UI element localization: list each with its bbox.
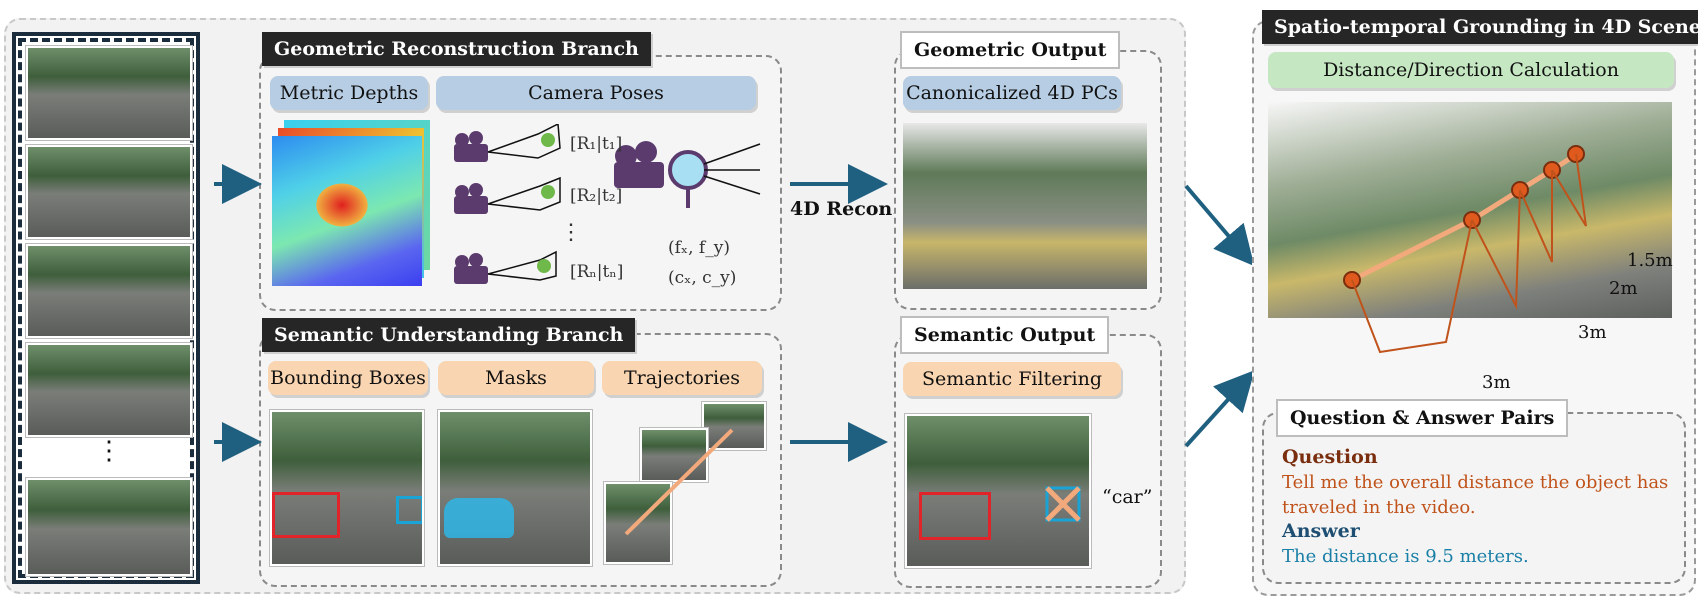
bounding-boxes-chip: Bounding Boxes bbox=[268, 361, 428, 395]
pose-2: [R₂|t₂] bbox=[570, 186, 623, 206]
video-frame-n bbox=[26, 478, 192, 576]
intrinsics-focal: (fₓ, f_y) bbox=[668, 238, 730, 258]
intrinsics-center: (cₓ, c_y) bbox=[668, 268, 737, 288]
qa-title: Question & Answer Pairs bbox=[1276, 399, 1569, 437]
car-mask bbox=[444, 498, 514, 538]
bbox-frame bbox=[270, 410, 424, 566]
camera-poses-diagram bbox=[454, 124, 761, 284]
semantic-output-title: Semantic Output bbox=[900, 316, 1110, 354]
sign-bbox bbox=[396, 496, 422, 524]
filtered-frame bbox=[905, 414, 1091, 568]
video-frame-4 bbox=[26, 343, 192, 437]
semantic-filtering-chip: Semantic Filtering bbox=[903, 362, 1121, 396]
camera-icon bbox=[454, 131, 488, 284]
grounding-title: Spatio-temporal Grounding in 4D Scene bbox=[1262, 10, 1698, 44]
frame-ellipsis: ⋮ bbox=[96, 436, 122, 466]
trajectory-stack bbox=[604, 402, 766, 564]
projection-camera-icon bbox=[614, 141, 761, 208]
video-frame-3 bbox=[26, 244, 192, 338]
distance-label-3: 3m bbox=[1578, 322, 1607, 343]
video-frame-2 bbox=[26, 145, 192, 239]
masks-chip: Masks bbox=[438, 361, 594, 395]
car-bbox bbox=[272, 492, 340, 538]
answer-label: Answer bbox=[1282, 520, 1360, 542]
geometric-branch-title: Geometric Reconstruction Branch bbox=[262, 32, 651, 66]
distance-label-1: 1.5m bbox=[1627, 250, 1673, 271]
canonicalized-4d-pcs-chip: Canonicalized 4D PCs bbox=[903, 76, 1121, 110]
distance-label-4: 3m bbox=[1482, 372, 1511, 393]
qa-panel bbox=[1262, 412, 1686, 584]
camera-poses-chip: Camera Poses bbox=[436, 76, 756, 110]
car-bbox bbox=[919, 492, 991, 540]
metric-depths-chip: Metric Depths bbox=[270, 76, 428, 110]
pose-n: [Rₙ|tₙ] bbox=[570, 262, 624, 282]
mask-frame bbox=[438, 410, 592, 566]
question-text: Tell me the overall distance the object … bbox=[1282, 472, 1669, 518]
pose-1: [R₁|t₁] bbox=[570, 134, 623, 154]
video-frame-1 bbox=[26, 46, 192, 140]
trajectories-chip: Trajectories bbox=[602, 361, 762, 395]
distance-direction-chip: Distance/Direction Calculation bbox=[1268, 52, 1674, 88]
trajectory-overlay bbox=[1343, 145, 1587, 354]
4d-scene-view bbox=[1268, 102, 1672, 318]
recon-label: 4D Recon. bbox=[790, 198, 899, 220]
point-cloud-view bbox=[903, 123, 1147, 289]
pose-ellipsis: ⋮ bbox=[560, 220, 582, 245]
semantic-query: “car” bbox=[1102, 486, 1153, 508]
question-label: Question bbox=[1282, 446, 1378, 468]
depth-map-stack bbox=[272, 120, 432, 290]
rejected-cross-icon bbox=[1045, 486, 1081, 522]
semantic-branch-title: Semantic Understanding Branch bbox=[262, 318, 636, 352]
geometric-output-title: Geometric Output bbox=[900, 31, 1121, 69]
answer-text: The distance is 9.5 meters. bbox=[1282, 546, 1529, 567]
distance-label-2: 2m bbox=[1609, 278, 1638, 299]
